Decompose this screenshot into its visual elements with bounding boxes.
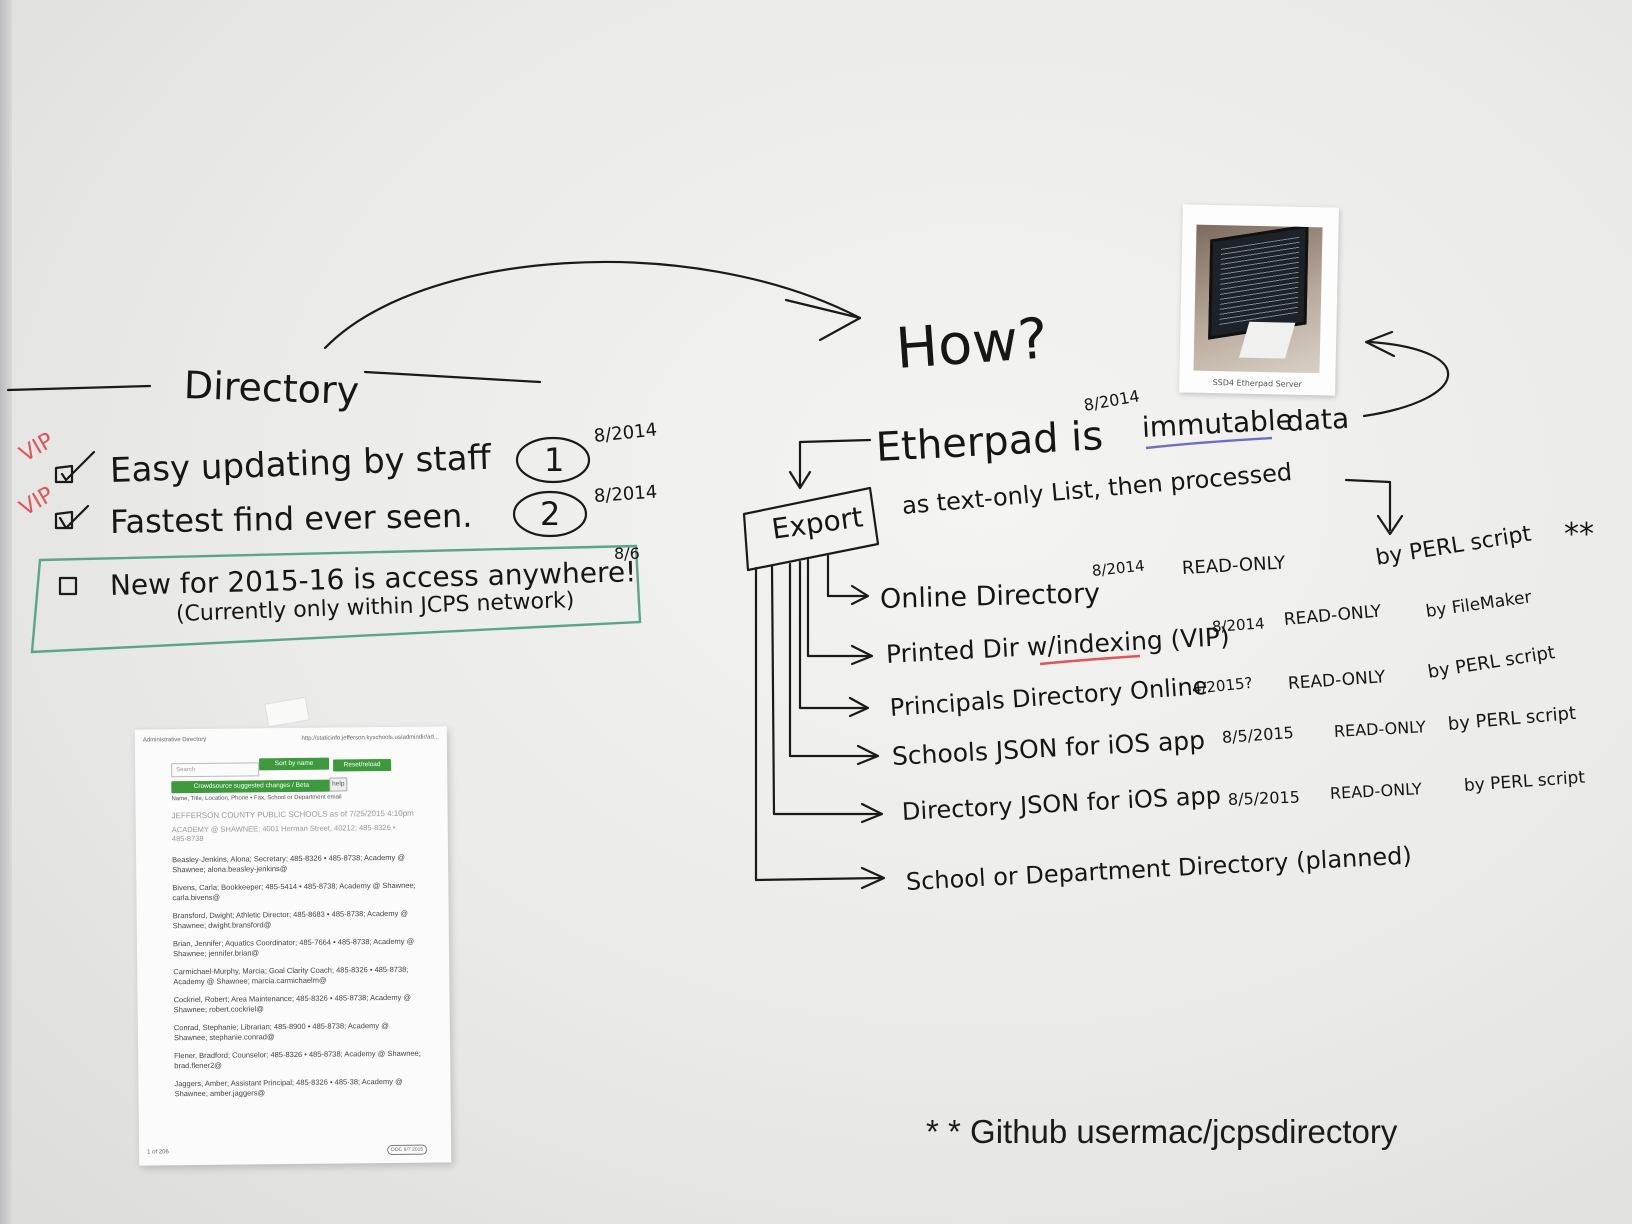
branch-schools-json [788,562,878,758]
output-5-date: 8/5/2015 [1227,787,1301,809]
processed-arrowhead [1376,514,1404,536]
goal-1-checkbox [54,464,74,484]
printout-header-url: http://staticinfo.jefferson.kyschools.us… [301,734,439,742]
directory-heading: Directory [183,363,360,414]
immutable-underline [1145,436,1273,450]
server-photo [1193,224,1323,374]
goal-2-check [58,504,90,530]
goal-2-text: Fastest find ever seen. [109,496,473,541]
output-2-date: 8/2014 [1211,614,1266,636]
monitor-stand-image [1238,321,1296,359]
branch-online [826,554,868,598]
export-asterisks: ** [1564,517,1594,552]
goal-2-checkbox [54,510,74,530]
printout-stamp: DOC 8/7 2015 [387,1144,428,1156]
printout-entry: Conrad, Stephanie; Librarian; 485-8900 •… [173,1021,389,1043]
goal-2-circle [512,490,588,538]
printout-help-button: help [329,777,348,792]
printout-entry: Bivens, Carla; Bookkeeper; 485-5414 • 48… [172,880,416,903]
new-item-date: 8/6 [614,544,640,563]
printout-org-title: JEFFERSON COUNTY PUBLIC SCHOOLS as of 7/… [171,808,414,821]
indexing-underline [1039,654,1141,666]
curve-arrow-to-how [323,260,862,350]
printout-entry: Flener, Bradford; Counselor; 485-8326 • … [174,1048,421,1070]
goal-1-check [60,450,96,482]
printout-search-field: Search [171,762,260,778]
printout-reset-button: Reset/reload [333,758,392,772]
curve-arrowhead [784,298,862,342]
printout-entry: Carmichael-Murphy, Marcia; Goal Clarity … [173,964,409,987]
heading-rule-left [6,384,152,392]
output-1-name: Online Directory [879,578,1101,615]
goal-2-date: 8/2014 [593,481,658,507]
printout-crowdsource-button: Crowdsource suggested changes / Beta [171,779,332,794]
branch-principals [798,560,868,710]
new-item-checkbox [58,576,78,596]
printout-page-number: 1 of 206 [147,1149,169,1156]
output-4-mode: READ-ONLY [1333,717,1427,741]
printout-header-left: Administrative Directory [142,736,207,744]
new-item-teal-box [30,544,642,654]
printout-org-address: ACADEMY @ SHAWNEE; 4001 Herman Street, 4… [171,822,396,844]
loop-arrowhead [1364,330,1396,358]
printout-entry: Cockriel, Robert; Area Maintenance; 485-… [173,992,412,1015]
printout-sort-button: Sort by name [259,757,330,771]
branch-directory-json [770,564,882,816]
polaroid-caption: SSD4 Etherpad Server [1212,378,1302,389]
etherpad-suffix: data [1285,401,1350,438]
loop-arrow-to-server [1362,340,1450,418]
export-box [742,486,880,572]
heading-rule-right [363,370,542,384]
printout-entry: Bransford, Dwight; Athletic Director; 48… [172,908,409,931]
server-polaroid: SSD4 Etherpad Server [1179,204,1339,396]
goal-1-circle [515,436,591,484]
goal-2-number: 2 [540,495,561,533]
etherpad-emphasis: immutable [1141,403,1294,444]
printout-fields-note: Name, Title, Location, Phone • Fax, Scho… [171,794,342,803]
goal-1-number: 1 [544,441,565,479]
etherpad-prefix: Etherpad is [874,413,1105,471]
github-footnote: * * Github usermac/jcpsdirectory [926,1113,1398,1150]
printed-directory-page: Administrative Directory http://staticin… [134,726,452,1166]
printout-entry: Jaggers, Amber; Assistant Principal; 485… [174,1076,403,1098]
branch-school-dept [754,566,884,882]
output-5-mode: READ-ONLY [1329,779,1423,803]
printout-entry: Brian, Jennifer; Aquatics Coordinator; 4… [172,936,415,959]
branch-printed [806,558,872,658]
etherpad-to-export-arrow [798,438,872,488]
processed-arrow [1344,478,1392,532]
how-heading: How? [893,306,1050,382]
etherpad-to-export-head [788,470,812,490]
printout-entry: Beasley-Jenkins, Alona; Secretary; 485-8… [172,852,405,875]
whiteboard-frame [0,0,12,1224]
